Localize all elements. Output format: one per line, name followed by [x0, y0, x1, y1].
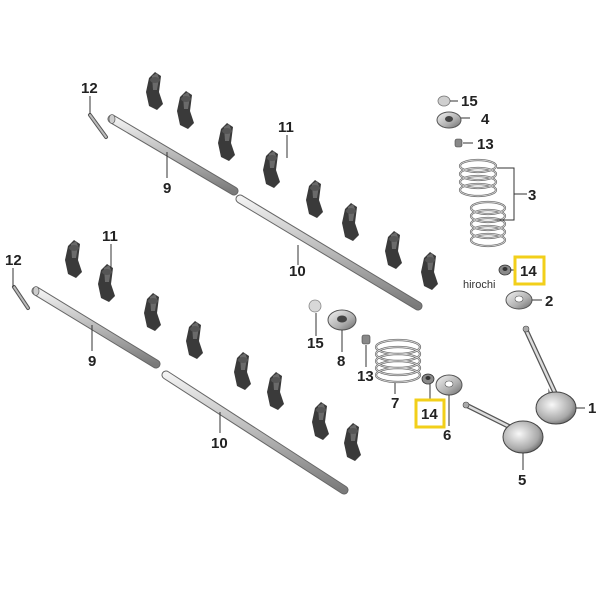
callout-3: 3: [528, 187, 536, 204]
pin-lower: [12, 285, 30, 310]
callout-12-upper: 12: [81, 80, 98, 97]
callout-14-upper: 14: [520, 263, 537, 280]
leader-lines: [12, 96, 585, 470]
lower-rocker-shaft-10: [161, 370, 349, 495]
callout-4: 4: [481, 111, 490, 128]
valve-1: [522, 325, 577, 425]
callout-10-upper: 10: [289, 263, 306, 280]
highlight-box-14-upper: [513, 255, 546, 286]
upper-rocker-shaft: [107, 114, 239, 196]
pin-upper: [88, 113, 108, 139]
callout-2: 2: [545, 293, 553, 310]
callout-13-lower: 13: [357, 368, 374, 385]
callout-6: 6: [443, 427, 451, 444]
callout-14-lower: 14: [421, 406, 438, 423]
callout-13-upper: 13: [477, 136, 494, 153]
callout-8: 8: [337, 353, 345, 370]
lower-rocker-shaft: [31, 286, 161, 369]
callout-9-upper: 9: [163, 180, 171, 197]
upper-rocker-shaft-10: [235, 194, 423, 311]
callout-11-lower: 11: [102, 228, 118, 245]
callout-5: 5: [518, 472, 526, 489]
valve-5: [462, 401, 544, 454]
callout-7: 7: [391, 395, 399, 412]
callout-1: 1: [588, 400, 596, 417]
callout-labels: 12 9 11 10 11 12 9 10 15 4 13 3 14 2 15 …: [5, 80, 596, 489]
callout-12-lower: 12: [5, 252, 22, 269]
watermark-text: hirochi: [463, 279, 495, 291]
highlight-box-14-lower: [414, 398, 446, 429]
callout-11-upper: 11: [278, 119, 294, 136]
callout-9-lower: 9: [88, 353, 96, 370]
callout-15-lower: 15: [307, 335, 324, 352]
upper-valve-assembly: [436, 95, 533, 310]
lower-valve-assembly: [308, 299, 463, 396]
callout-15-upper: 15: [461, 93, 478, 110]
rocker-arms-upper: [146, 72, 438, 290]
callout-10-lower: 10: [211, 435, 228, 452]
